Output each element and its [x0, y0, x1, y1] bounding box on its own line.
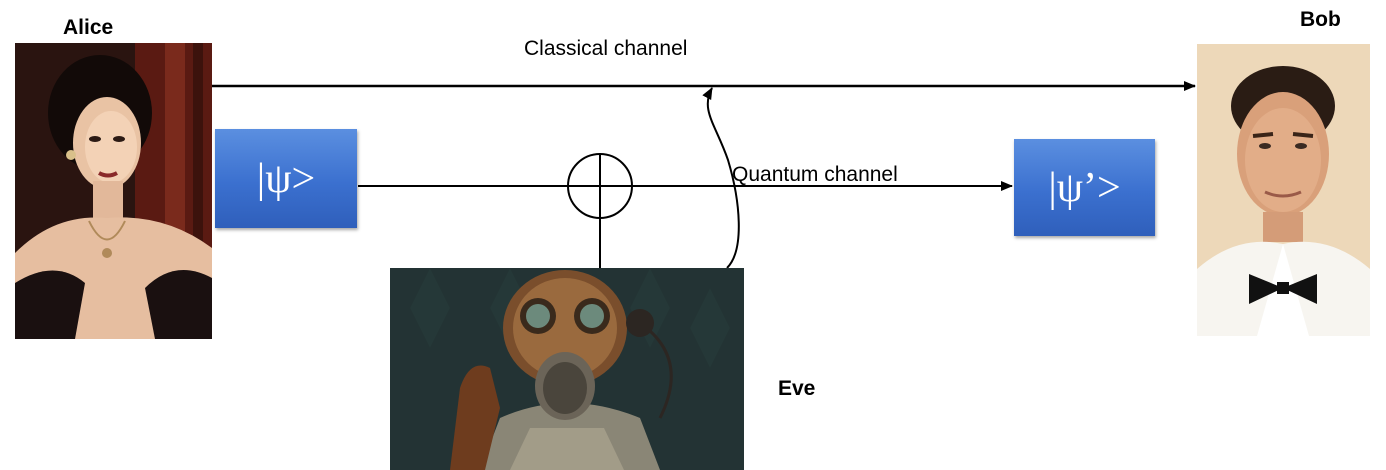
- eve-label: Eve: [778, 377, 815, 401]
- eve-photo: [390, 268, 744, 470]
- state-psi-prime-box: |ψ’>: [1014, 139, 1155, 236]
- quantum-channel-label: Quantum channel: [732, 163, 898, 187]
- bob-label: Bob: [1300, 8, 1341, 32]
- alice-photo: [15, 43, 212, 339]
- bob-photo: [1197, 44, 1370, 336]
- state-psi-box: |ψ>: [215, 129, 357, 228]
- alice-label: Alice: [63, 16, 113, 40]
- classical-channel-label: Classical channel: [524, 37, 687, 61]
